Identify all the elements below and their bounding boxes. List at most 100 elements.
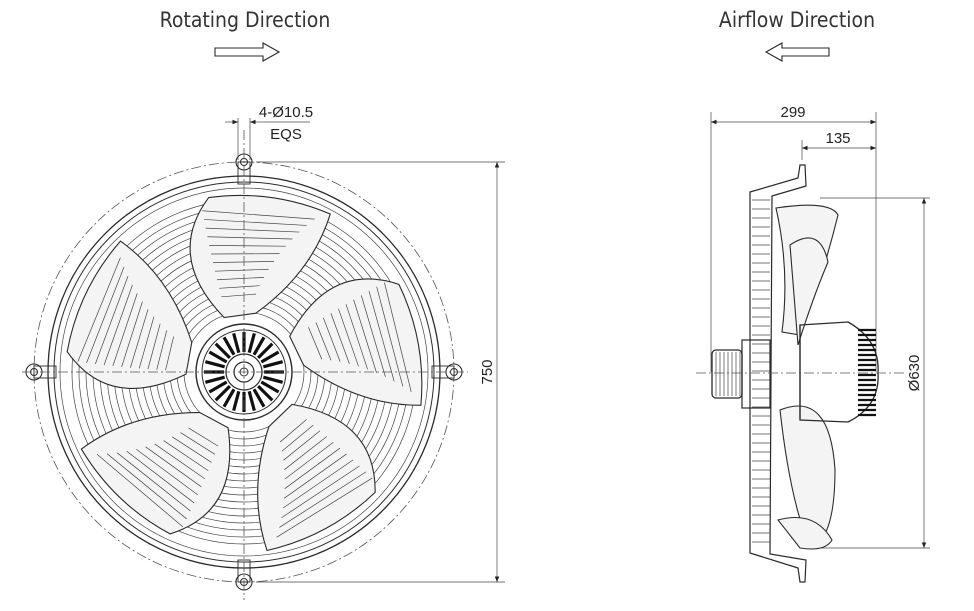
blade-hatch: [202, 210, 315, 220]
blade-hatch: [315, 322, 332, 361]
hub-fin: [260, 350, 280, 364]
blade-hatch: [276, 477, 373, 538]
side-blade-tip: [777, 516, 833, 550]
blade-hatch: [219, 285, 260, 289]
blade-hatch: [145, 446, 202, 488]
blade-hatch: [116, 452, 191, 512]
motor-offset-text: 135: [825, 130, 850, 147]
blade-hatch: [217, 277, 265, 281]
hub-fin: [204, 360, 226, 369]
blade-hatch: [282, 459, 354, 509]
side-view: Airflow Direction 299 135 Ø630: [696, 8, 930, 583]
hub-fin: [208, 380, 228, 394]
motor-flange: [741, 339, 771, 409]
blade-hatch: [384, 282, 412, 392]
hole-spec-text: 4-Ø10.5: [259, 104, 313, 121]
blade-hatch: [103, 284, 133, 366]
blade-hatch: [156, 330, 168, 370]
blade-hatch: [330, 313, 350, 364]
blade-hatch: [353, 299, 377, 373]
rotating-direction-label: Rotating Direction: [160, 8, 331, 32]
blade-hatch: [94, 276, 129, 365]
hole-spacing-text: EQS: [270, 126, 302, 143]
blade-hatch: [323, 317, 341, 362]
blade-hatch: [308, 327, 323, 360]
side-blade-bottom: [779, 405, 836, 549]
hub-fin: [232, 390, 241, 412]
terminal-box: [711, 349, 743, 399]
hub-fin: [257, 342, 274, 359]
blade-hatch: [283, 430, 321, 461]
impeller-diameter-text: Ø630: [906, 355, 923, 392]
blade-hatch: [214, 268, 269, 272]
blade-hatch: [121, 301, 143, 368]
hub-fin: [208, 350, 228, 364]
blade-hatch: [180, 432, 216, 455]
blade-hatch: [221, 293, 256, 298]
hub-fin: [260, 380, 280, 394]
blade-hatch: [284, 447, 341, 489]
side-fan-blades: [775, 204, 839, 550]
hub-fin: [214, 342, 231, 359]
hub-fin: [204, 375, 226, 384]
blade-hatch: [165, 336, 174, 371]
blade-hatch: [136, 448, 198, 496]
fan-blade: [289, 278, 423, 406]
blade-hatch: [207, 236, 293, 240]
blade-hatch: [281, 424, 314, 452]
motor-body: [799, 321, 879, 423]
blade-hatch: [188, 427, 219, 447]
blade-hatch: [281, 465, 360, 519]
blade-hatch: [77, 257, 121, 362]
airflow-direction-arrow-icon: [764, 42, 830, 62]
hub-fin: [247, 332, 256, 354]
hub-fin: [252, 388, 266, 408]
blade-hatch: [284, 436, 327, 470]
blade-hatch: [203, 219, 307, 226]
blade-hatch: [279, 471, 367, 528]
blade-hatch: [106, 453, 187, 520]
hub-fin: [262, 375, 284, 384]
blade-hatch: [154, 443, 206, 480]
blade-hatch: [205, 227, 300, 233]
blade-hatch: [345, 304, 368, 370]
blade-hatch: [279, 419, 307, 443]
blade-hatch: [284, 441, 334, 480]
blade-hatch: [171, 436, 212, 463]
hub-fin: [222, 336, 236, 356]
blade-hatch: [212, 260, 274, 263]
blade-hatch: [130, 309, 149, 368]
overall-depth-text: 299: [780, 104, 805, 121]
guard-side-profile: [749, 164, 807, 583]
hub-fin: [232, 332, 241, 354]
side-motor: [711, 321, 879, 423]
blade-hatch: [376, 286, 404, 387]
blade-hatch: [163, 440, 209, 471]
airflow-direction-label: Airflow Direction: [719, 8, 875, 32]
fan-blade: [189, 194, 331, 319]
blade-hatch: [138, 316, 155, 369]
blade-hatch: [209, 245, 286, 247]
rotating-direction-arrow-icon: [214, 42, 281, 62]
fan-blades: [66, 194, 423, 552]
hub-fin: [222, 388, 236, 408]
blade-hatch: [360, 295, 386, 377]
hub-fin: [262, 360, 284, 369]
hub-fin: [252, 336, 266, 356]
hub-fin: [247, 390, 256, 412]
blade-hatch: [112, 293, 138, 367]
blade-hatch: [368, 290, 395, 382]
side-blade-mid: [789, 237, 829, 346]
blade-hatch: [338, 308, 359, 367]
blade-hatch: [283, 453, 347, 499]
blade-hatch: [96, 453, 184, 528]
hub-fin: [257, 385, 274, 402]
blade-hatch: [126, 450, 195, 504]
blade-hatch: [147, 323, 161, 370]
hub-fin: [214, 385, 231, 402]
blade-hatch: [86, 266, 125, 364]
front-view: Rotating Direction 4-Ø10.5 EQS 750: [22, 8, 505, 600]
fan-blade: [66, 240, 193, 390]
overall-height-text: 750: [479, 359, 496, 384]
